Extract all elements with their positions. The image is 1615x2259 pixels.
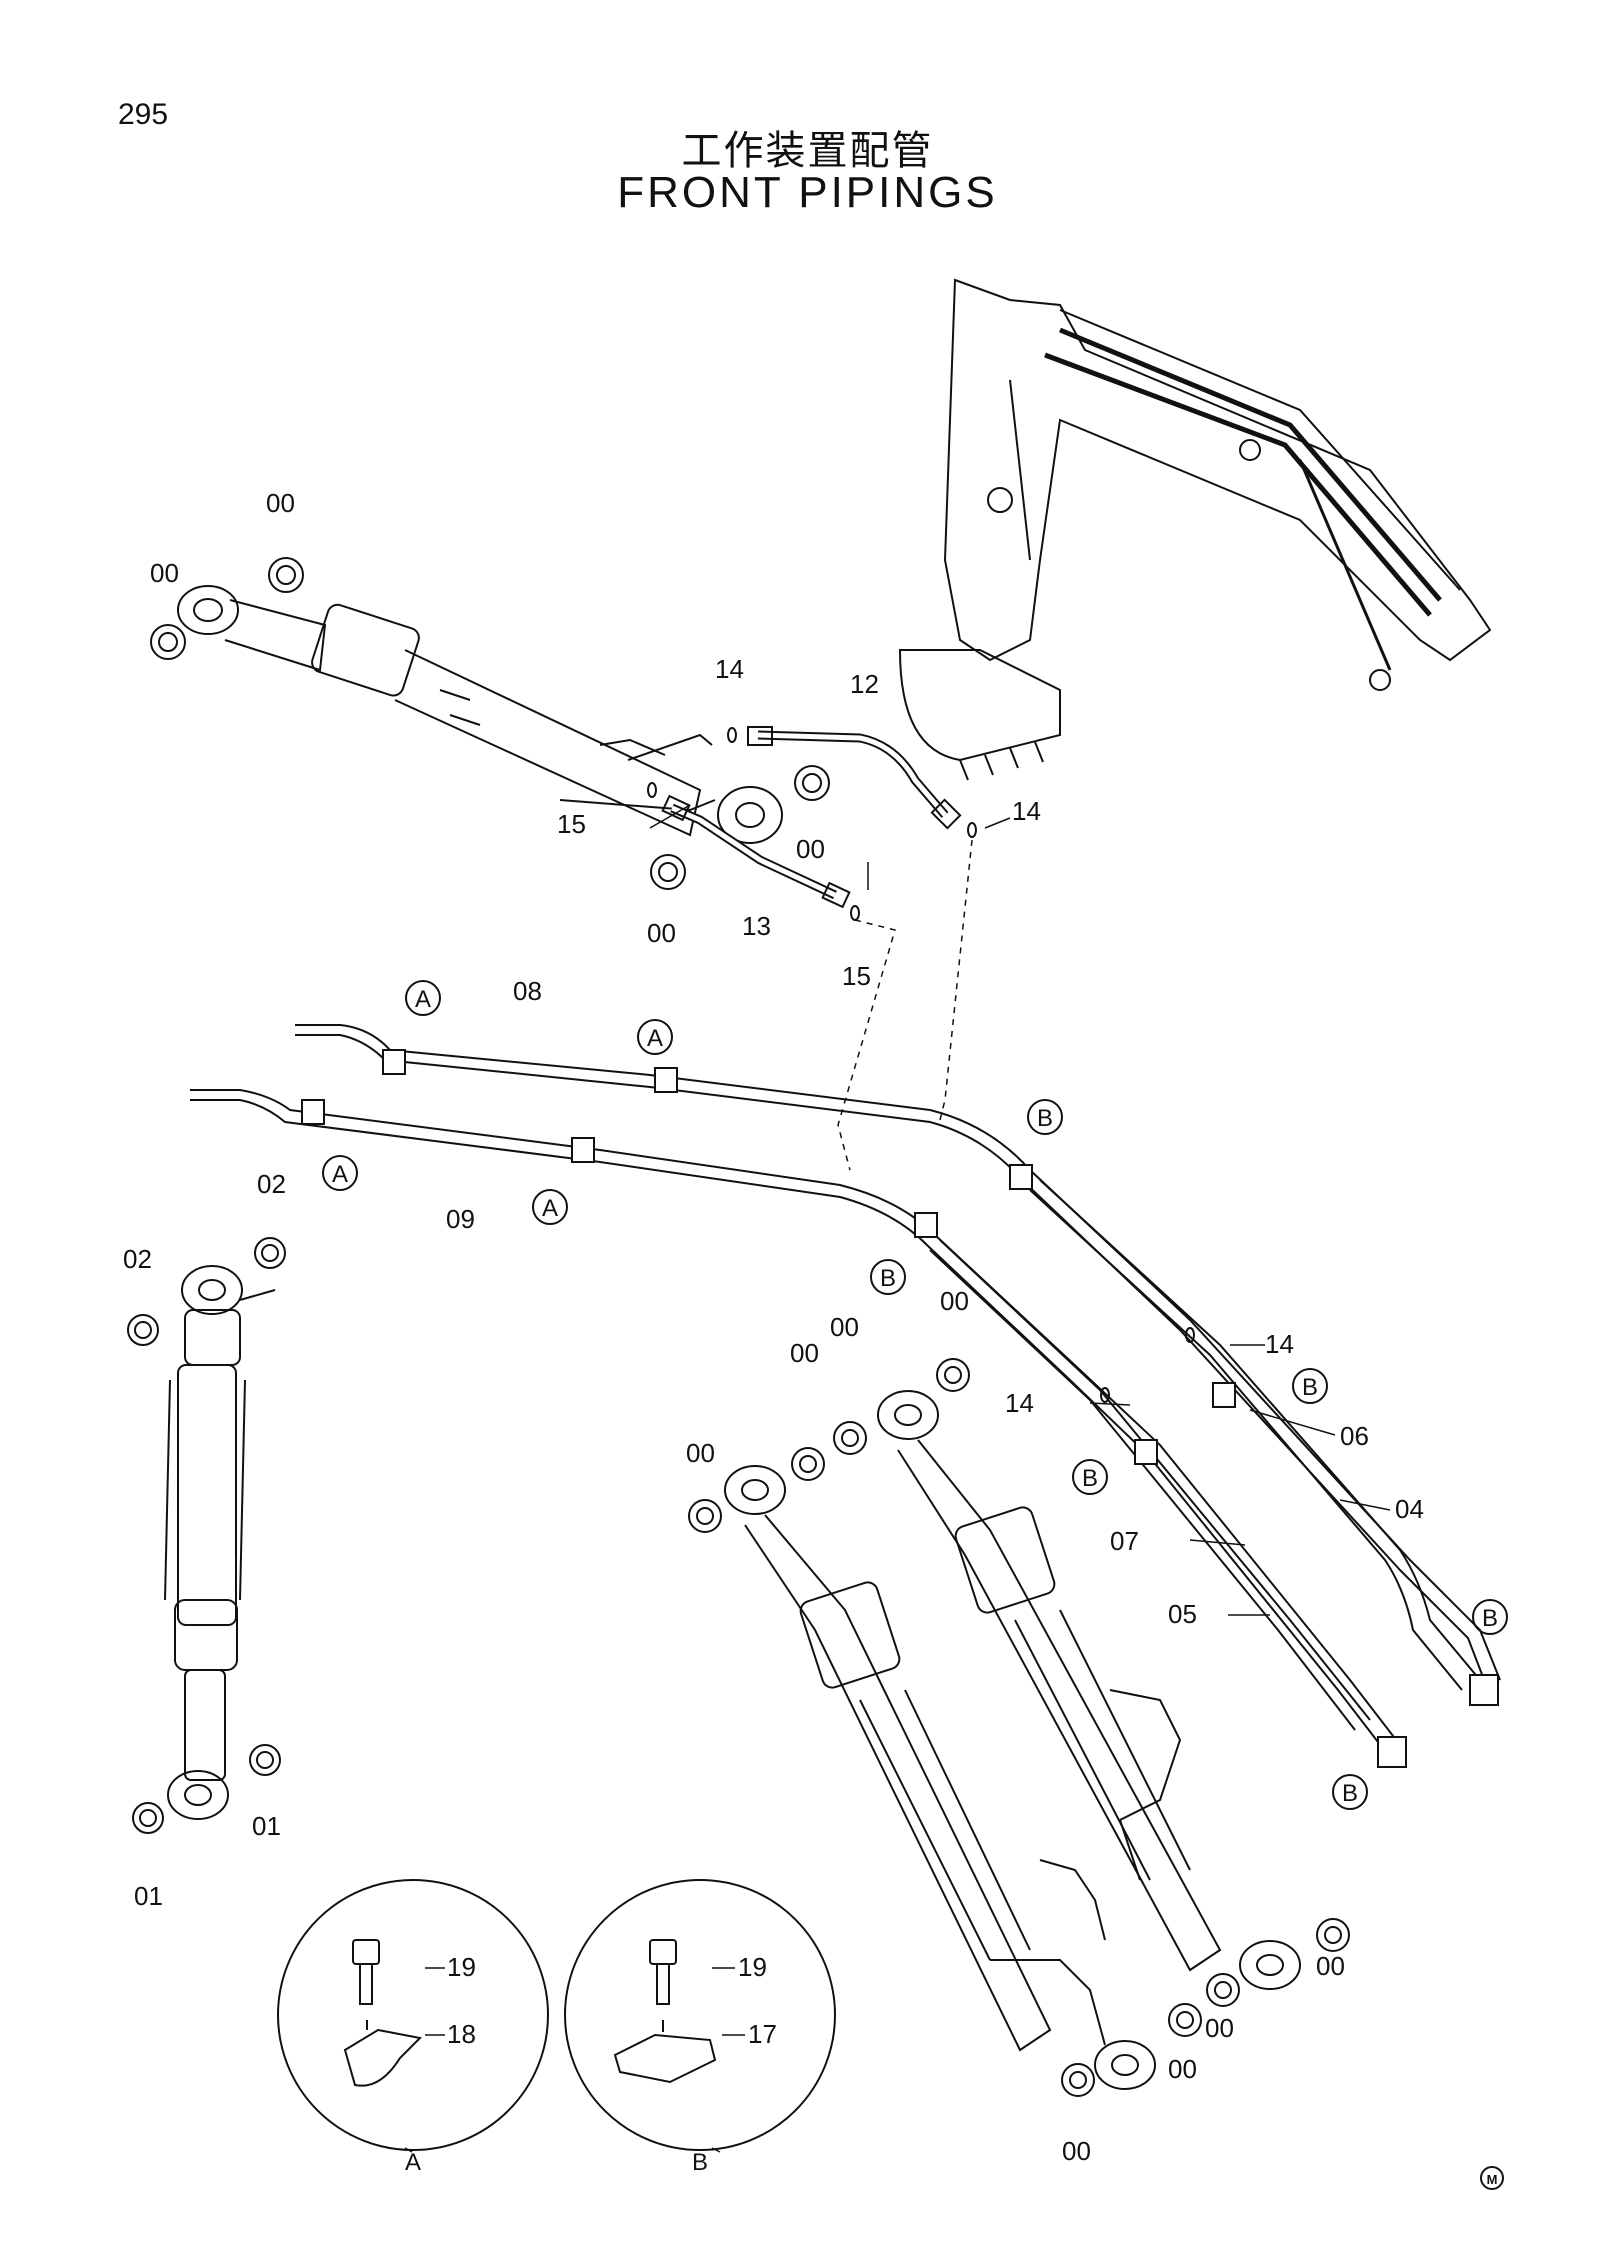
callout-01: 01	[252, 1811, 281, 1841]
arm-cylinder	[177, 585, 783, 844]
clamp-label-b: B	[1037, 1105, 1053, 1132]
callout-14: 14	[1265, 1329, 1294, 1359]
callout-00: 00	[940, 1286, 969, 1316]
callout-00: 00	[1316, 1951, 1345, 1981]
pipe-09	[190, 1089, 1401, 1756]
o-rings	[647, 727, 1195, 1403]
callout-00: 00	[266, 488, 295, 518]
boom-cylinder-right	[877, 1390, 1301, 1990]
detail-circle-b	[564, 1879, 836, 2151]
clamp-label-circles	[322, 980, 1508, 1810]
clamp-label-a: A	[542, 1195, 558, 1222]
callout-00: 00	[790, 1338, 819, 1368]
detail-circle-a	[277, 1879, 549, 2151]
clamp-blocks	[301, 1049, 1499, 1768]
clamp-label-a: A	[332, 1161, 348, 1188]
clamp-label-b: B	[880, 1265, 896, 1292]
bucket-cylinder	[164, 1265, 276, 1820]
title-japanese: 工作装置配管	[681, 128, 934, 174]
callout-00: 00	[796, 834, 825, 864]
excavator-overview	[898, 278, 1492, 781]
callout-00: 00	[830, 1312, 859, 1342]
title-english: FRONT PIPINGS	[617, 168, 998, 217]
callout-00: 00	[686, 1438, 715, 1468]
detail-label-b: B	[692, 2149, 708, 2176]
callout-15: 15	[842, 961, 871, 991]
boom-cylinder-left	[724, 1465, 1156, 2090]
footer-mark-letter: M	[1487, 2172, 1498, 2187]
callout-04: 04	[1395, 1494, 1424, 1524]
callout-13: 13	[742, 911, 771, 941]
connection-leaders	[837, 839, 973, 1171]
callout-14: 14	[1012, 796, 1041, 826]
callout-02: 02	[257, 1169, 286, 1199]
callout-02: 02	[123, 1244, 152, 1274]
callout-06: 06	[1340, 1421, 1369, 1451]
callout-18: 18	[447, 2019, 476, 2049]
page-number: 295	[118, 98, 169, 131]
callout-00: 00	[150, 558, 179, 588]
callout-00: 00	[1205, 2013, 1234, 2043]
callout-00: 00	[1062, 2136, 1091, 2166]
clamp-label-a: A	[647, 1025, 663, 1052]
clamp-label-b: B	[1082, 1465, 1098, 1492]
callout-08: 08	[513, 976, 542, 1006]
footer-mark: M	[1480, 2166, 1504, 2190]
callout-12: 12	[850, 669, 879, 699]
clamp-label-b: B	[1342, 1780, 1358, 1807]
leader-lines	[404, 804, 1391, 2153]
clamp-label-b: B	[1302, 1374, 1318, 1401]
callout-19: 19	[447, 1952, 476, 1982]
callout-05: 05	[1168, 1599, 1197, 1629]
detail-label-a: A	[405, 2149, 421, 2176]
callout-09: 09	[446, 1204, 475, 1234]
callout-14: 14	[715, 654, 744, 684]
clamp-label-b: B	[1482, 1605, 1498, 1632]
hose-12	[747, 726, 962, 830]
pipe-08	[295, 1024, 1501, 1691]
callout-01: 01	[134, 1881, 163, 1911]
callout-00: 00	[647, 918, 676, 948]
callout-07: 07	[1110, 1526, 1139, 1556]
callout-19: 19	[738, 1952, 767, 1982]
callout-15: 15	[557, 809, 586, 839]
callout-17: 17	[748, 2019, 777, 2049]
pipes-04-05-06-07	[929, 1179, 1481, 1731]
seal-rings	[127, 557, 1350, 2097]
callout-00: 00	[1168, 2054, 1197, 2084]
callout-14: 14	[1005, 1388, 1034, 1418]
clamp-label-a: A	[415, 986, 431, 1013]
